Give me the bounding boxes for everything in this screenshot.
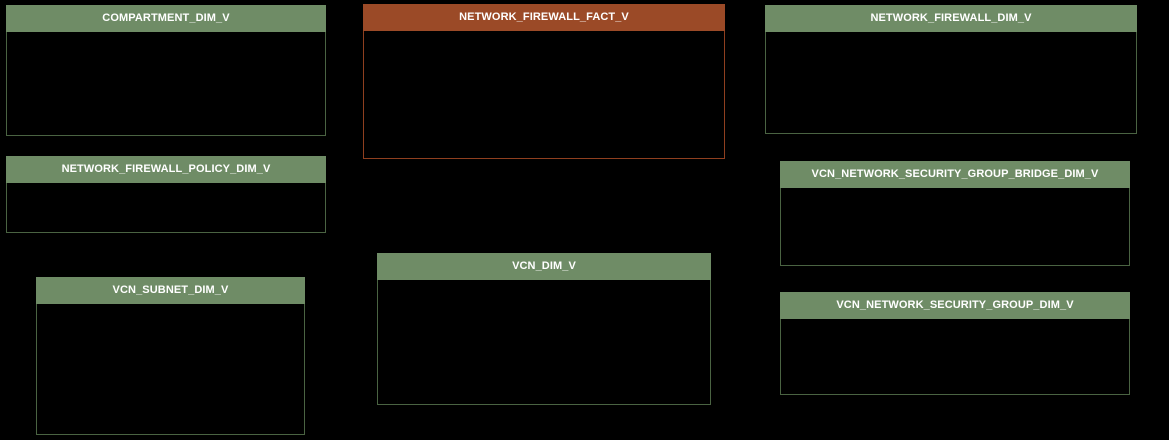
entity-vcn-network-security-group-dim-v[interactable]: VCN_NETWORK_SECURITY_GROUP_DIM_V: [780, 292, 1130, 395]
entity-title-vcn-network-security-group-bridge-dim-v[interactable]: VCN_NETWORK_SECURITY_GROUP_BRIDGE_DIM_V: [780, 161, 1130, 188]
entity-network-firewall-policy-dim-v[interactable]: NETWORK_FIREWALL_POLICY_DIM_V: [6, 156, 326, 233]
entity-columns-compartment-dim-v[interactable]: [6, 32, 326, 136]
entity-columns-network-firewall-dim-v[interactable]: [765, 32, 1137, 134]
entity-columns-vcn-network-security-group-dim-v[interactable]: [780, 319, 1130, 395]
entity-columns-vcn-network-security-group-bridge-dim-v[interactable]: [780, 188, 1130, 266]
entity-columns-vcn-dim-v[interactable]: [377, 280, 711, 405]
entity-network-firewall-dim-v[interactable]: NETWORK_FIREWALL_DIM_V: [765, 5, 1137, 134]
entity-vcn-network-security-group-bridge-dim-v[interactable]: VCN_NETWORK_SECURITY_GROUP_BRIDGE_DIM_V: [780, 161, 1130, 266]
entity-vcn-dim-v[interactable]: VCN_DIM_V: [377, 253, 711, 405]
entity-title-network-firewall-dim-v[interactable]: NETWORK_FIREWALL_DIM_V: [765, 5, 1137, 32]
entity-vcn-subnet-dim-v[interactable]: VCN_SUBNET_DIM_V: [36, 277, 305, 435]
entity-network-firewall-fact-v[interactable]: NETWORK_FIREWALL_FACT_V: [363, 4, 725, 159]
entity-title-vcn-dim-v[interactable]: VCN_DIM_V: [377, 253, 711, 280]
entity-title-vcn-subnet-dim-v[interactable]: VCN_SUBNET_DIM_V: [36, 277, 305, 304]
entity-title-network-firewall-fact-v[interactable]: NETWORK_FIREWALL_FACT_V: [363, 4, 725, 31]
entity-compartment-dim-v[interactable]: COMPARTMENT_DIM_V: [6, 5, 326, 136]
entity-columns-network-firewall-fact-v[interactable]: [363, 31, 725, 159]
entity-title-network-firewall-policy-dim-v[interactable]: NETWORK_FIREWALL_POLICY_DIM_V: [6, 156, 326, 183]
entity-columns-vcn-subnet-dim-v[interactable]: [36, 304, 305, 435]
entity-title-compartment-dim-v[interactable]: COMPARTMENT_DIM_V: [6, 5, 326, 32]
entity-title-vcn-network-security-group-dim-v[interactable]: VCN_NETWORK_SECURITY_GROUP_DIM_V: [780, 292, 1130, 319]
entity-columns-network-firewall-policy-dim-v[interactable]: [6, 183, 326, 233]
